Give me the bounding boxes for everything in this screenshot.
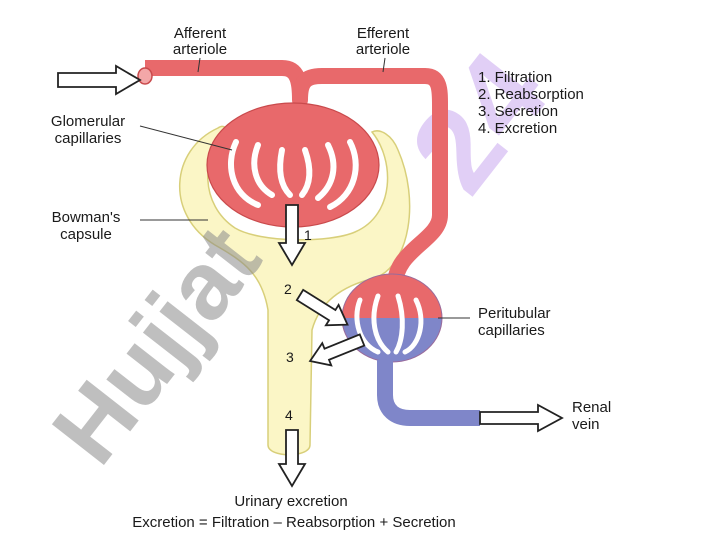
afferent-leader-line <box>197 57 201 73</box>
bowman-label-1: Bowman's <box>52 209 121 226</box>
glomerular-label-1: Glomerular <box>51 113 125 130</box>
watermark-text: Hujjat <box>32 207 280 483</box>
urinary-excretion-label: Urinary excretion <box>234 493 347 510</box>
peritubular-label-1: Peritubular <box>478 305 551 322</box>
afferent-arteriole-opening <box>137 67 153 85</box>
bowmans-capsule-shape <box>179 125 411 456</box>
process-legend: 1. Filtration 2. Reabsorption 3. Secreti… <box>478 69 584 137</box>
glomerular-label-2: capillaries <box>55 130 122 147</box>
step-number-4: 4 <box>285 407 293 423</box>
afferent-label-2: arteriole <box>173 41 227 58</box>
renal-label-2: vein <box>572 416 600 433</box>
watermark: Hujjat <box>32 207 280 483</box>
glomerular-leader-line <box>139 125 233 151</box>
secretion-arrow <box>308 333 366 367</box>
excretion-equation: Excretion = Filtration – Reabsorption + … <box>132 514 456 531</box>
afferent-arteriole <box>145 60 308 101</box>
renal-vein-outflow-arrow <box>479 403 564 433</box>
renal-label-1: Renal <box>572 399 611 416</box>
peritubular-label-2: capillaries <box>478 322 545 339</box>
step-number-3: 3 <box>286 349 294 365</box>
bowman-label-2: capsule <box>60 226 112 243</box>
reabsorption-arrow <box>295 288 349 327</box>
filtration-arrow <box>277 204 307 267</box>
efferent-leader-line <box>382 57 386 73</box>
glomerulus <box>206 102 380 228</box>
legend-item-filtration: 1. Filtration <box>478 69 552 86</box>
afferent-label-1: Afferent <box>174 25 227 42</box>
efferent-arteriole <box>292 68 448 293</box>
legend-item-excretion: 4. Excretion <box>478 120 557 137</box>
renal-vein <box>377 360 480 426</box>
afferent-inflow-arrow <box>57 64 142 96</box>
step-number-2: 2 <box>284 281 292 297</box>
efferent-label-2: arteriole <box>356 41 410 58</box>
step-number-1: 1 <box>304 227 312 243</box>
legend-item-reabsorption: 2. Reabsorption <box>478 86 584 103</box>
efferent-label-1: Efferent <box>357 25 410 42</box>
excretion-arrow <box>277 429 307 488</box>
legend-item-secretion: 3. Secretion <box>478 103 558 120</box>
